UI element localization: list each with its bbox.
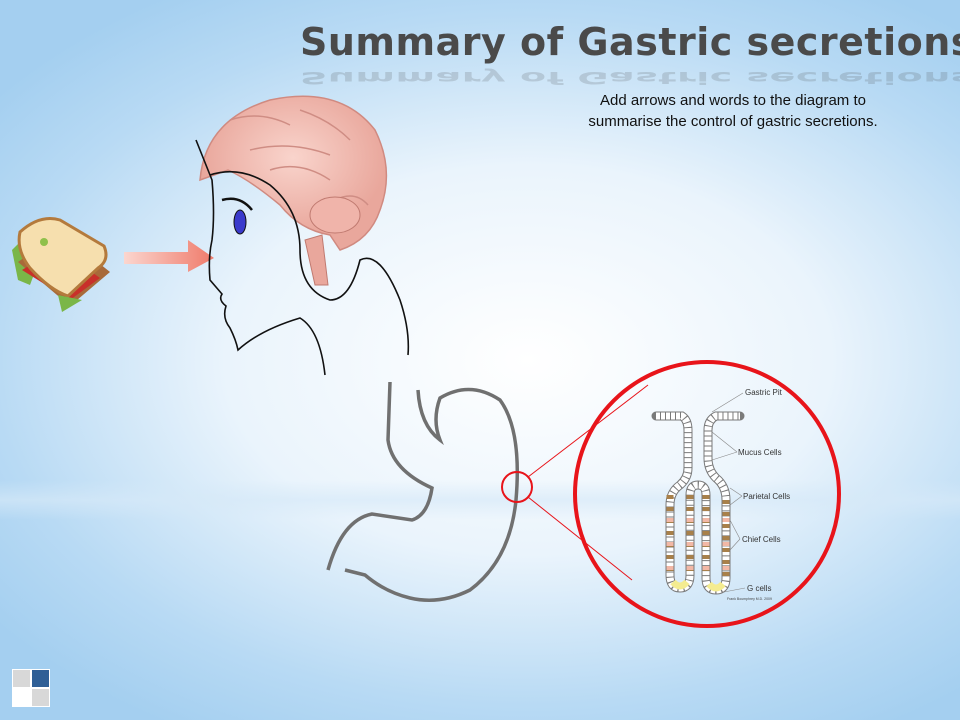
label-g-cells: G cells [747, 584, 771, 593]
image-credit: Frank Boumphrey M.D. 2009 [727, 597, 772, 601]
instruction-text: Add arrows and words to the diagram to s… [548, 90, 918, 132]
stomach-zoom-marker [501, 471, 533, 503]
zoom-line-bottom [527, 496, 633, 581]
logo-square [32, 670, 49, 687]
gastric-gland-zoom-circle [573, 360, 841, 628]
sandwich-icon [12, 217, 110, 312]
label-gastric-pit: Gastric Pit [745, 388, 783, 397]
label-mucus-cells: Mucus Cells [738, 448, 782, 457]
label-parietal-cells: Parietal Cells [743, 492, 790, 501]
gastric-gland-diagram: Gastric Pit Mucus Cells Parietal Cells C… [651, 388, 790, 601]
zoom-line-top [527, 384, 649, 478]
logo-square [13, 689, 30, 706]
background-band [0, 480, 960, 520]
sight-arrow [124, 240, 214, 272]
instruction-line-2: summarise the control of gastric secreti… [588, 113, 878, 130]
stomach-outline [326, 381, 520, 602]
template-logo [12, 669, 50, 707]
slide-title: Summary of Gastric secretions [300, 20, 960, 64]
logo-square [32, 689, 49, 706]
head-brain-illustration [195, 95, 410, 376]
logo-square [13, 670, 30, 687]
label-chief-cells: Chief Cells [742, 535, 781, 544]
instruction-line-1: Add arrows and words to the diagram to [600, 92, 866, 109]
